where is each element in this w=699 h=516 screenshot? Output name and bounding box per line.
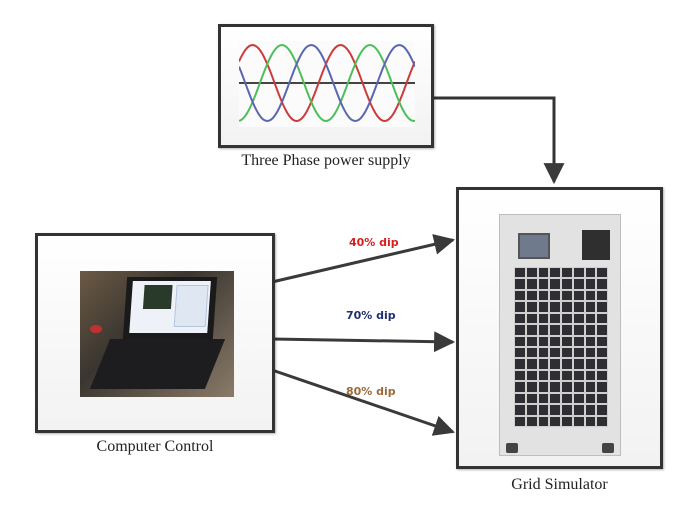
- laptop-photo-icon: [80, 271, 234, 397]
- dip-label-80: 80% dip: [346, 385, 396, 398]
- computer-control-label: Computer Control: [96, 438, 214, 455]
- grid-simulator-cabinet-icon: [499, 214, 621, 456]
- dip-label-40: 40% dip: [349, 236, 399, 249]
- three-phase-waveform-icon: [239, 41, 415, 127]
- phase-b-wave: [239, 44, 415, 122]
- grid-simulator-label: Grid Simulator: [511, 476, 608, 493]
- phase-c-wave: [239, 43, 415, 123]
- three-phase-supply-label: Three Phase power supply: [241, 152, 411, 169]
- edge-80-dip-arrow: [271, 368, 455, 436]
- three-phase-supply-box: [218, 24, 434, 148]
- computer-control-box: [35, 233, 275, 433]
- edge-40-dip-arrow: [271, 234, 456, 284]
- edge-supply-to-simulator: [432, 96, 565, 185]
- phase-a-wave: [239, 43, 415, 123]
- dip-label-70: 70% dip: [346, 309, 396, 322]
- edge-70-dip-arrow: [271, 331, 456, 353]
- grid-simulator-box: [456, 187, 663, 469]
